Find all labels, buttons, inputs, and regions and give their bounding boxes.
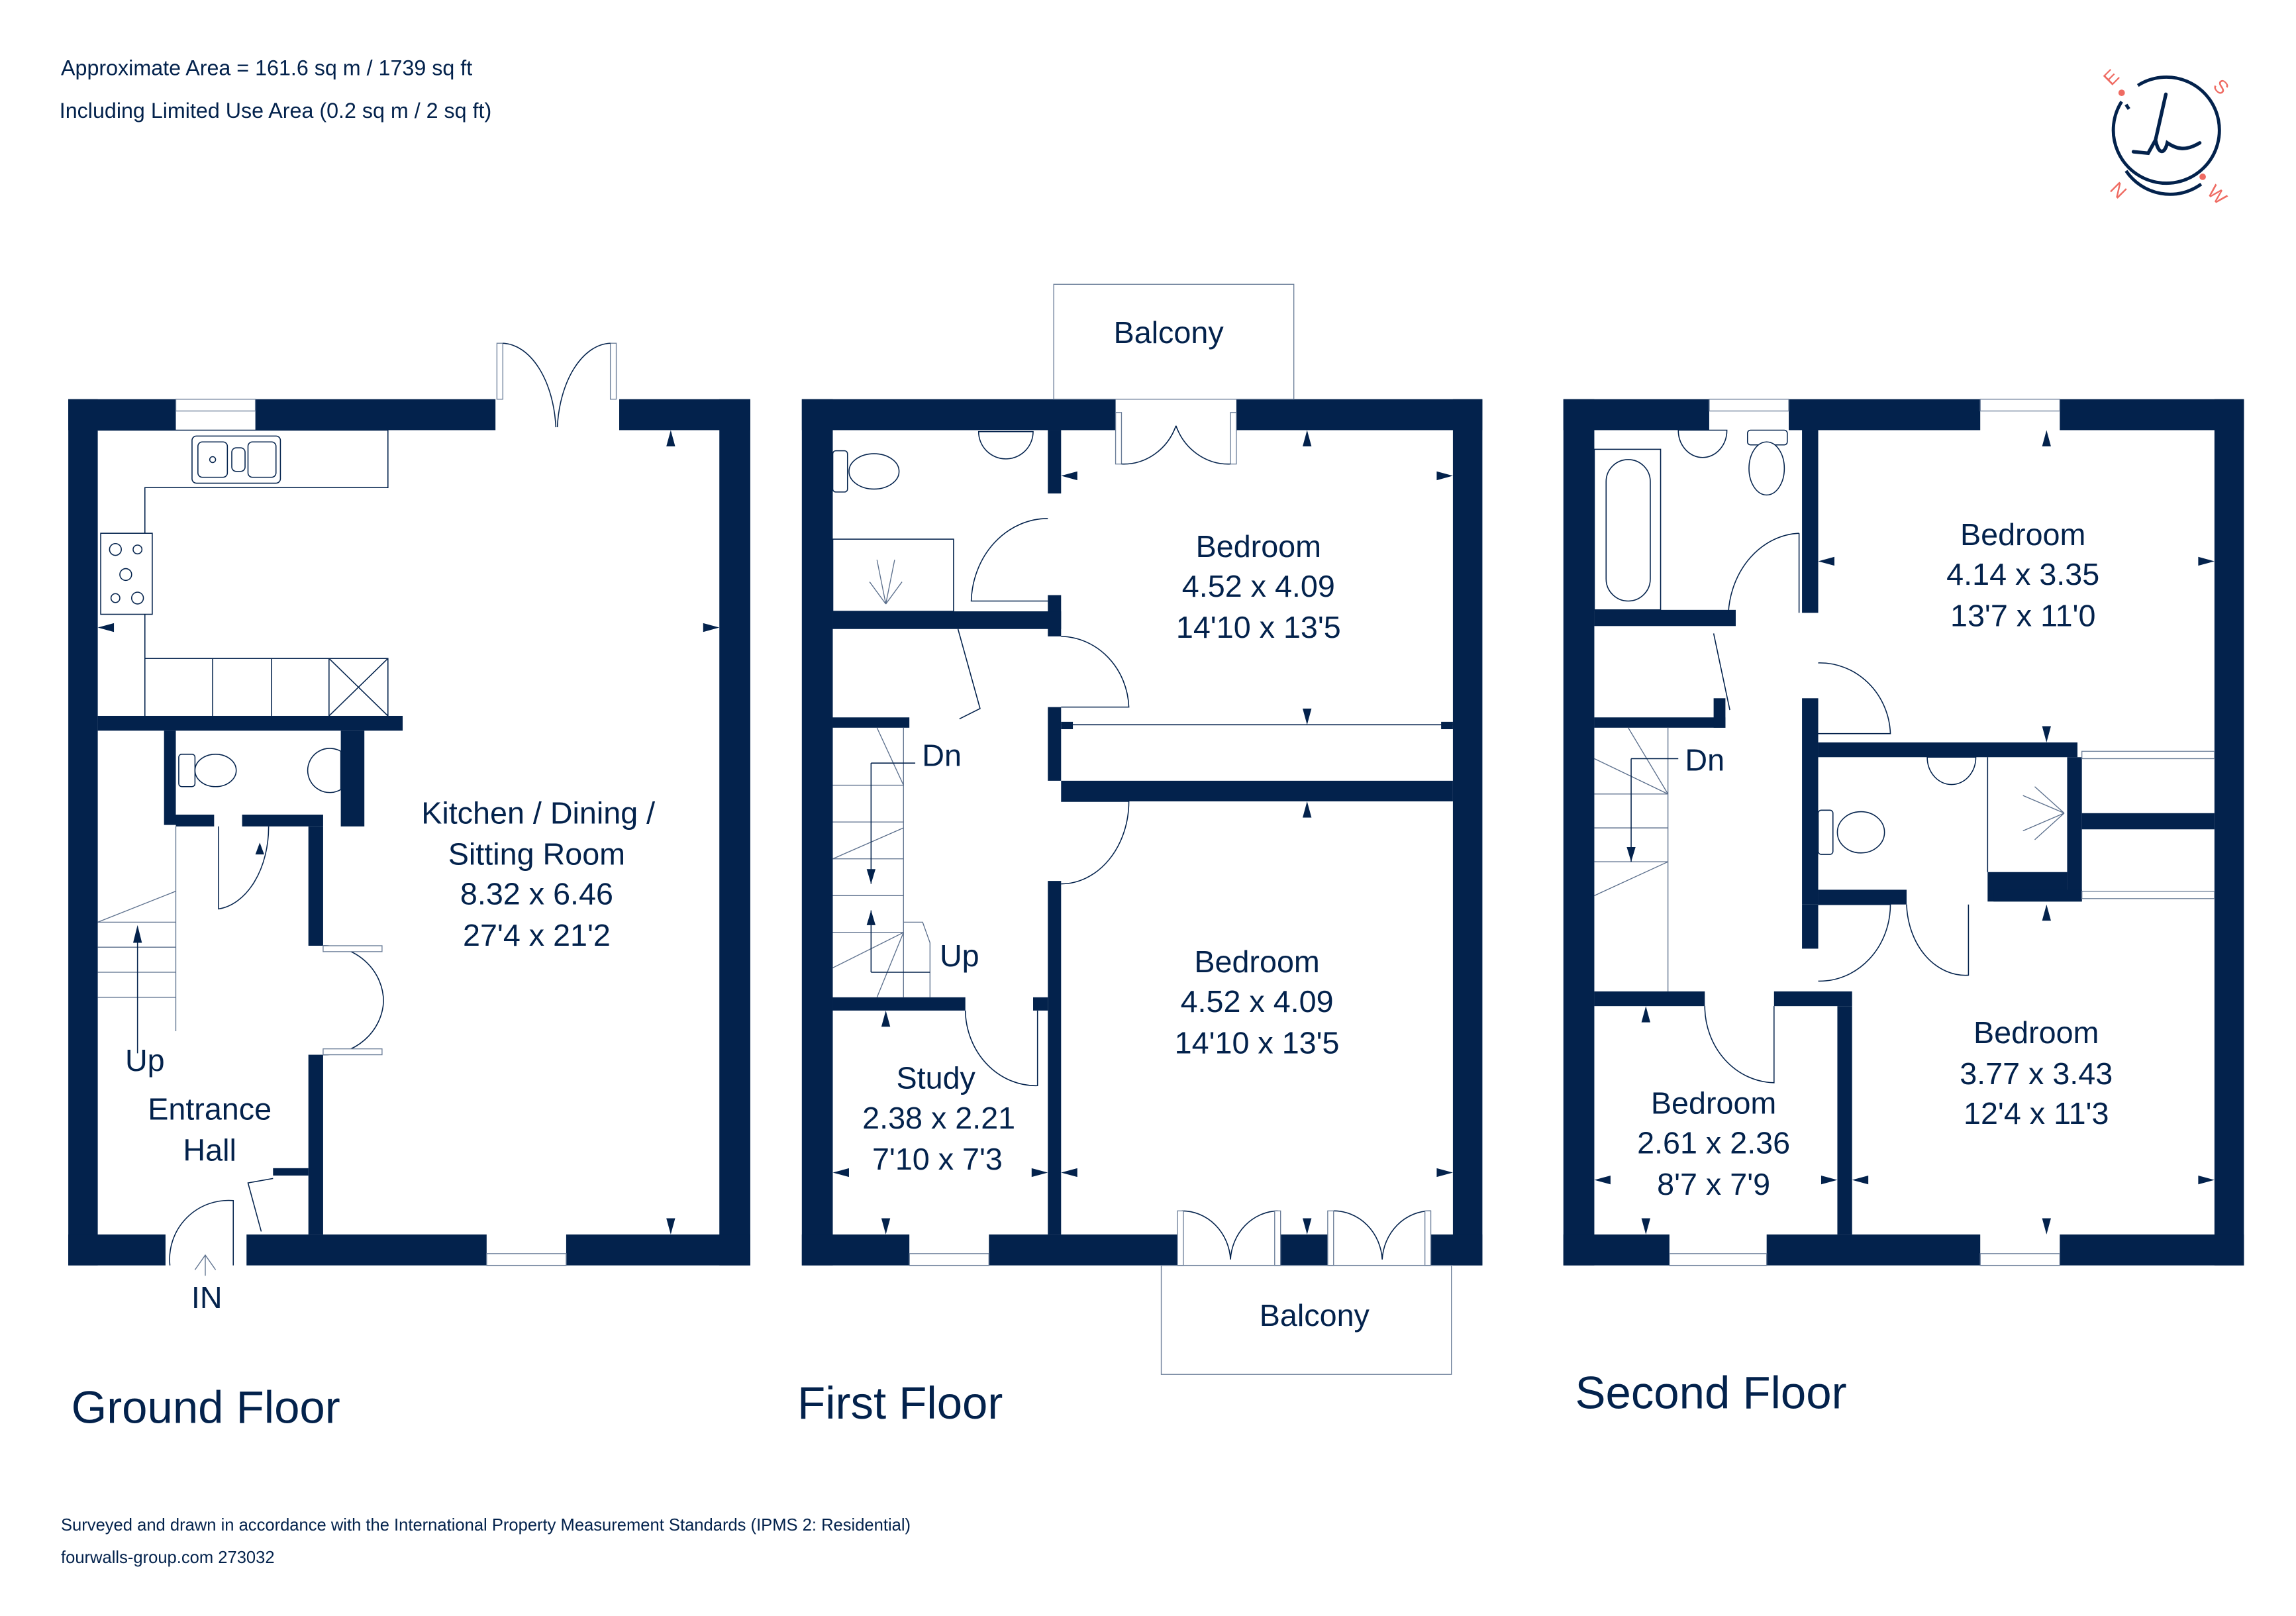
first-floor-title: First Floor	[797, 1378, 1003, 1429]
entry-arrow-icon	[194, 1254, 217, 1276]
basin-icon	[1926, 756, 1977, 785]
toilet-icon	[1746, 429, 1788, 496]
reference-text: fourwalls-group.com 273032	[61, 1548, 275, 1567]
bedroom5-imperial: 8'7 x 7'9	[1657, 1167, 1770, 1201]
bedroom1-metric: 4.52 x 4.09	[1182, 569, 1335, 603]
limited-use-text: Including Limited Use Area (0.2 sq m / 2…	[60, 99, 491, 123]
window	[1979, 399, 2060, 412]
bedroom2-name: Bedroom	[1194, 944, 1319, 979]
stairs	[1594, 727, 1679, 991]
monogram-h-icon	[2131, 92, 2202, 156]
first-floor-plan: Balcony Bedroom 4.52 x 4.09 14'10 x 13'5…	[797, 283, 1483, 1429]
bedroom1-name: Bedroom	[1196, 529, 1321, 564]
entrance-hall-name-2: Hall	[183, 1133, 236, 1168]
toilet-icon	[832, 450, 900, 493]
bedroom2-metric: 4.52 x 4.09	[1181, 984, 1334, 1019]
kitchen-imperial: 27'4 x 21'2	[463, 918, 611, 952]
compass-s: S	[2209, 76, 2232, 99]
compass-w: W	[2203, 181, 2230, 209]
second-floor-title: Second Floor	[1575, 1367, 1847, 1418]
french-doors	[496, 342, 617, 428]
stairs-up-label: Up	[940, 938, 979, 973]
bedroom3-metric: 4.14 x 3.35	[1946, 557, 2099, 591]
standards-text: Surveyed and drawn in accordance with th…	[61, 1516, 911, 1535]
kitchen-name-1: Kitchen / Dining /	[421, 795, 655, 830]
entrance-hall-name-1: Entrance	[148, 1091, 272, 1126]
study-name: Study	[897, 1061, 976, 1095]
balcony-bottom	[1160, 1264, 1452, 1375]
kitchen-metric: 8.32 x 6.46	[460, 877, 613, 911]
stairs-down-label: Dn	[922, 738, 962, 773]
toilet-icon	[178, 754, 237, 787]
second-floor-plan: Bedroom 4.14 x 3.35 13'7 x 11'0 Dn Bedro…	[1563, 399, 2244, 1418]
sink-icon	[191, 435, 281, 484]
window	[1669, 1253, 1768, 1266]
balcony-bottom-label: Balcony	[1260, 1298, 1370, 1333]
footer: Surveyed and drawn in accordance with th…	[61, 1516, 911, 1567]
stairs	[832, 727, 930, 998]
compass-logo: E S N W	[2099, 66, 2232, 209]
shower-icon	[1987, 757, 2065, 872]
compass-n: N	[2106, 178, 2130, 203]
header: Approximate Area = 161.6 sq m / 1739 sq …	[60, 56, 491, 123]
compass-e: E	[2099, 66, 2123, 89]
basin-icon	[307, 748, 342, 793]
window	[175, 399, 256, 412]
basin-icon	[1677, 429, 1728, 458]
toilet-icon	[1817, 809, 1885, 855]
ground-floor-plan: Kitchen / Dining / Sitting Room 8.32 x 6…	[68, 342, 750, 1433]
ground-floor-title: Ground Floor	[72, 1382, 340, 1433]
stairs-up-label: Up	[125, 1043, 165, 1078]
compass-ring-icon	[2111, 76, 2221, 185]
stairs	[97, 826, 177, 1054]
balcony-top	[1053, 283, 1295, 400]
bedroom2-imperial: 14'10 x 13'5	[1175, 1025, 1340, 1060]
area-text: Approximate Area = 161.6 sq m / 1739 sq …	[61, 56, 472, 79]
entrance-in-label: IN	[191, 1280, 223, 1315]
bedroom5-metric: 2.61 x 2.36	[1637, 1126, 1790, 1160]
bedroom4-name: Bedroom	[1973, 1015, 2099, 1050]
window	[1709, 399, 1789, 412]
bedroom5-name: Bedroom	[1651, 1086, 1776, 1121]
bedroom1-imperial: 14'10 x 13'5	[1176, 610, 1341, 644]
bedroom4-metric: 3.77 x 3.43	[1960, 1056, 2113, 1091]
study-imperial: 7'10 x 7'3	[872, 1142, 1003, 1176]
stairs-down-label: Dn	[1685, 742, 1724, 777]
study-metric: 2.38 x 2.21	[862, 1101, 1015, 1135]
window	[909, 1253, 989, 1266]
hob-icon	[100, 532, 153, 615]
bedroom3-imperial: 13'7 x 11'0	[1950, 598, 2095, 632]
window	[1979, 1253, 2060, 1266]
kitchen-name-2: Sitting Room	[448, 837, 625, 872]
window	[486, 1253, 567, 1266]
bedroom3-name: Bedroom	[1960, 517, 2085, 552]
bedroom4-imperial: 12'4 x 11'3	[1964, 1096, 2109, 1131]
basin-icon	[977, 430, 1034, 460]
bath-icon	[1593, 448, 1662, 611]
balcony-top-label: Balcony	[1114, 315, 1224, 350]
shower-icon	[832, 538, 954, 612]
